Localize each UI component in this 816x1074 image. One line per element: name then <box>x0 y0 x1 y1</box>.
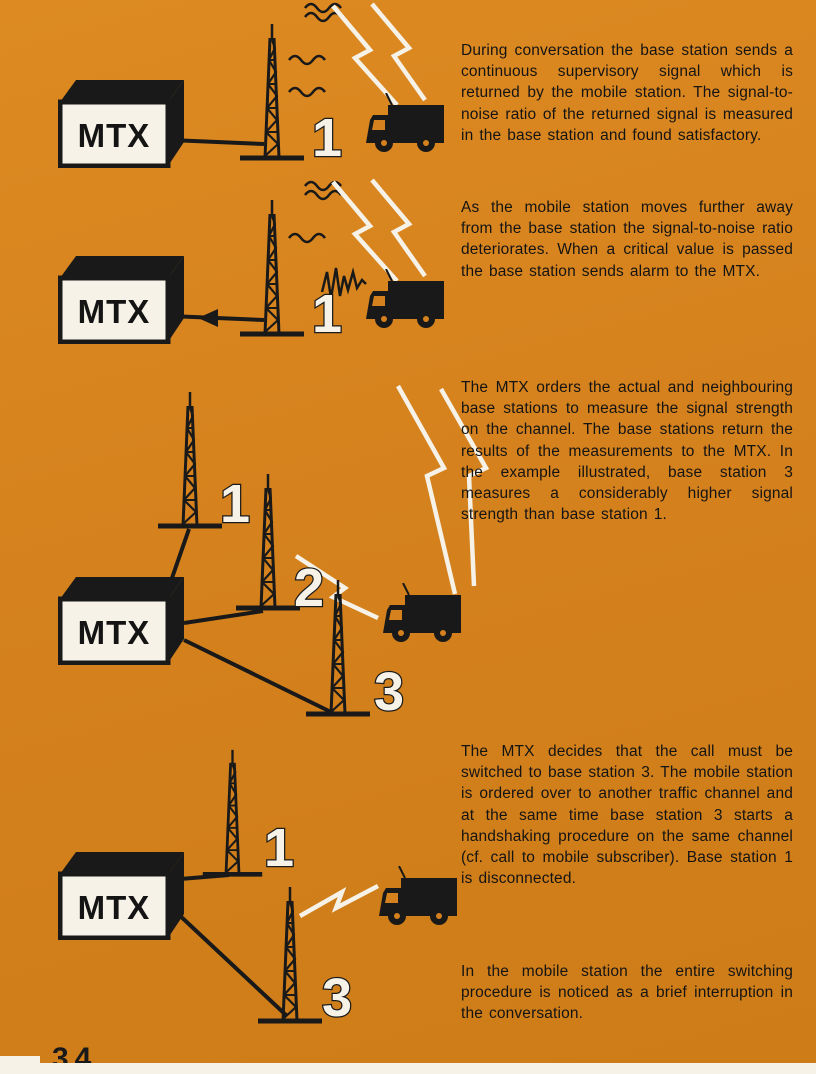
caption-paragraph-5: In the mobile station the entire switchi… <box>461 963 793 1023</box>
signal-bolt-icon <box>298 884 380 918</box>
scene-4: 1 3 MTX <box>60 750 458 1029</box>
truck-icon <box>378 866 458 926</box>
mtx-label: MTX <box>78 889 151 926</box>
mtx-label: MTX <box>78 117 151 154</box>
mtx-link-line <box>183 638 334 715</box>
signal-bolt-icon <box>331 4 399 107</box>
alarm-arrow-icon <box>198 309 218 327</box>
caption-paragraph-1: During conversation the base station sen… <box>461 42 793 144</box>
tower-number-label: 3 <box>322 968 352 1028</box>
scene-2: MTX 1 <box>60 178 445 345</box>
mtx-link-line <box>174 910 289 1018</box>
caption-paragraph-2: As the mobile station moves further away… <box>461 199 793 280</box>
noise-signal-icon <box>320 267 367 299</box>
scan-corner-strip <box>0 1056 40 1074</box>
mtx-link-line <box>183 609 264 625</box>
tower-number-label: 1 <box>220 474 250 534</box>
signal-bolt-icon <box>370 2 427 102</box>
tower-number-label: 1 <box>264 818 294 878</box>
caption-paragraph-3: The MTX orders the actual and neighbouri… <box>461 379 793 524</box>
tower-number-label: 1 <box>312 108 342 168</box>
caption-paragraph-4: The MTX decides that the call must be sw… <box>461 743 793 888</box>
radio-wave-icon <box>287 86 327 98</box>
radio-wave-icon <box>303 189 343 201</box>
scene-1: MTX 1 <box>60 2 445 169</box>
tower-number-label: 1 <box>312 284 342 344</box>
scan-edge-strip <box>0 1063 816 1074</box>
antenna-tower-icon <box>203 750 262 874</box>
signal-bolt-icon <box>439 387 490 587</box>
signal-bolt-icon <box>370 178 427 278</box>
tower-number-label: 3 <box>374 662 404 722</box>
antenna-tower-icon <box>158 392 222 526</box>
mtx-label: MTX <box>78 614 151 651</box>
mtx-label: MTX <box>78 293 151 330</box>
antenna-tower-icon <box>240 200 304 334</box>
truck-icon <box>365 269 445 329</box>
antenna-tower-icon <box>240 24 304 158</box>
mtx-link-line <box>169 138 265 146</box>
scene-3: 1 2 3 MTX <box>60 384 490 723</box>
radio-wave-icon <box>303 11 343 23</box>
radio-wave-icon <box>287 232 327 244</box>
truck-icon <box>382 583 462 643</box>
signal-bolt-icon <box>331 180 399 283</box>
radio-wave-icon <box>287 54 327 66</box>
truck-icon <box>365 93 445 153</box>
signal-bolt-icon <box>396 384 458 595</box>
tower-number-label: 2 <box>294 558 324 618</box>
